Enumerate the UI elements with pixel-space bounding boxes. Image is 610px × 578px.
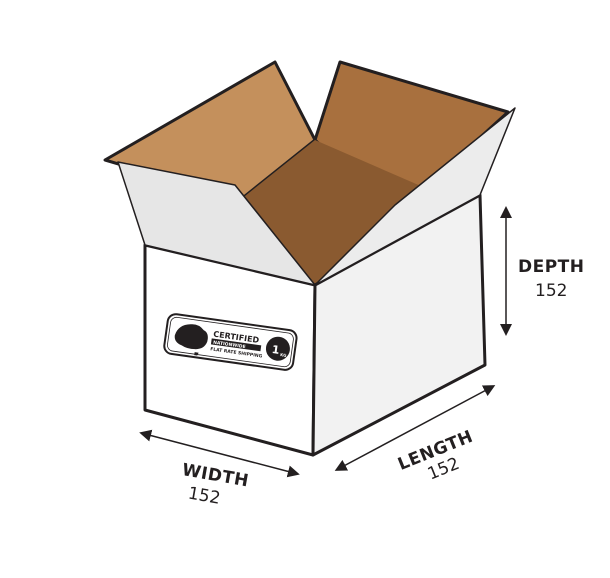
length-arrow bbox=[334, 385, 496, 471]
open-cardboard-box: CERTIFIED NATIONWIDE FLAT RATE SHIPPING … bbox=[103, 60, 516, 457]
depth-dimension: DEPTH 152 bbox=[500, 206, 585, 336]
front-right-flap bbox=[314, 107, 516, 286]
width-value: 152 bbox=[186, 483, 221, 508]
badge-subtitle: NATIONWIDE bbox=[213, 340, 246, 350]
australia-map-icon bbox=[174, 324, 208, 356]
weight-circle bbox=[265, 336, 290, 361]
depth-value: 152 bbox=[535, 281, 567, 301]
width-arrow bbox=[139, 429, 300, 478]
box-interior bbox=[240, 140, 430, 285]
width-dimension: WIDTH 152 bbox=[139, 429, 300, 509]
depth-label: DEPTH bbox=[518, 257, 585, 277]
badge-weight: 1 bbox=[271, 343, 280, 357]
certified-badge: CERTIFIED NATIONWIDE FLAT RATE SHIPPING … bbox=[163, 313, 298, 371]
badge-unit: KG bbox=[280, 352, 287, 358]
